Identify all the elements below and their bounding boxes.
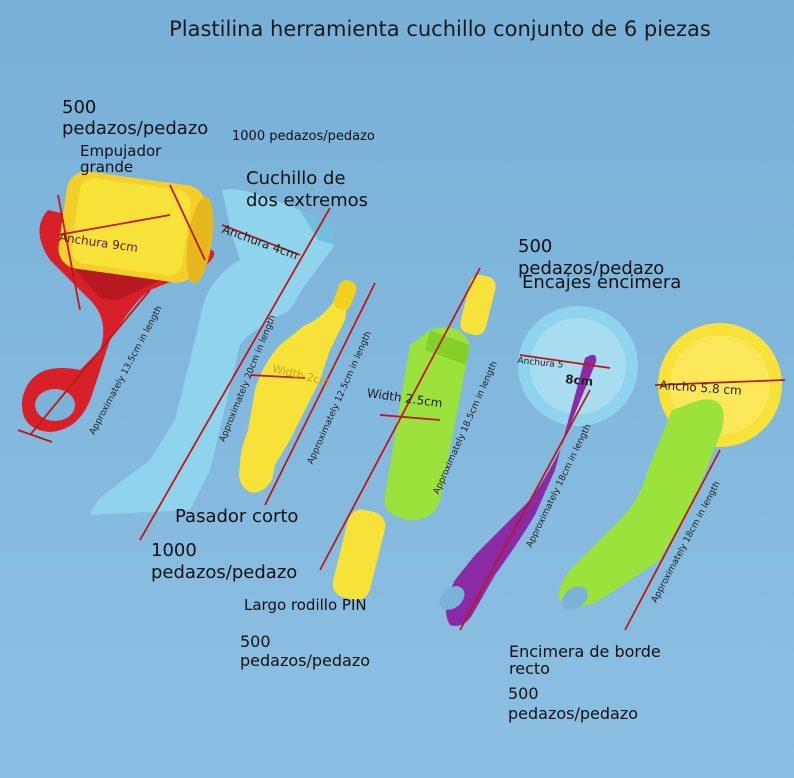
lace-name-label: Encajes encimera [522,272,682,293]
roller-quantity-label: 500 pedazos/pedazo [62,97,209,139]
short-pin-quantity-label: 1000 pedazos/pedazo [151,540,298,583]
lace-width-dimension-2: 8cm [564,372,594,389]
large-roller-tool [21,171,215,432]
long-pin-quantity-label: 500 pedazos/pedazo [240,632,371,671]
roller-name-label: Empujador grande [80,142,162,176]
lace-quantity-label: 500 pedazos/pedazo [518,236,665,279]
straight-cutter-tool [558,323,782,610]
long-pin-name-label: Largo rodillo PIN [244,596,367,614]
knife-quantity-label: 1000 pedazos/pedazo [232,129,375,144]
knife-name-label: Cuchillo de dos extremos [246,168,369,211]
short-rolling-pin-tool [239,280,357,493]
short-pin-name-label: Pasador corto [175,506,299,527]
page-title: Plastilina herramienta cuchillo conjunto… [169,17,711,41]
double-end-knife-tool [90,189,335,515]
straight-name-label: Encimera de borde recto [509,642,661,678]
long-rolling-pin-tool [332,274,496,601]
straight-quantity-label: 500 pedazos/pedazo [508,684,639,723]
lace-cutter-tool [439,306,638,626]
dimension-lines [17,184,786,631]
